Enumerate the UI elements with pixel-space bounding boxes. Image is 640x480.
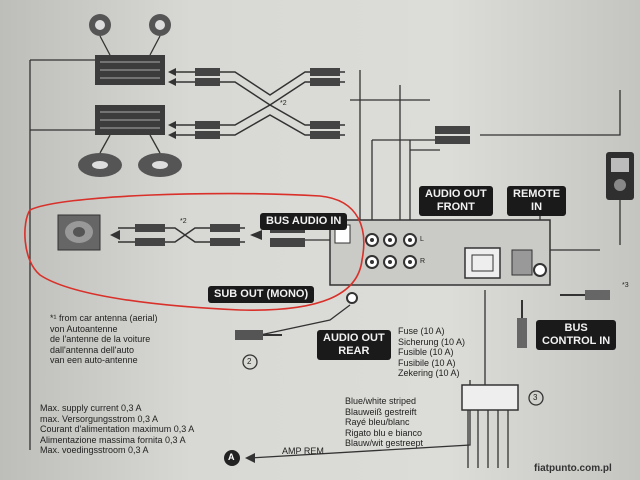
speaker-bottom-right-icon [138,153,182,177]
antenna-note: *¹ from car antenna (aerial) von Autoant… [50,313,158,365]
label-bus-audio-in: BUS AUDIO IN [260,213,348,230]
antenna-plug-icon [235,330,282,340]
speaker-bottom-left-icon [78,153,122,177]
label-audio-out-front: AUDIO OUT FRONT [419,186,493,216]
watermark: fiatpunto.com.pl [534,463,612,474]
wire-color-note: Blue/white striped Blauweiß gestreift Ra… [345,396,424,448]
amplifier-top-icon [95,55,165,85]
subwoofer-icon [57,214,101,251]
remote-controller-icon [606,152,634,200]
mini-jack-plug-icon [560,290,610,300]
fuse-note: Fuse (10 A) Sicherung (10 A) Fusible (10… [398,326,466,378]
wire-harness-icon [461,384,519,468]
mark-x2-top: *2 [280,100,287,107]
mark-x3: *3 [622,282,629,289]
label-remote-in: REMOTE IN [507,186,567,216]
marker-a: A [228,452,235,462]
speaker-top-right-icon [149,14,171,36]
head-unit-rear-panel [329,219,551,304]
label-bus-control-in: BUS CONTROL IN [536,320,617,350]
label-sub-out-mono: SUB OUT (MONO) [208,286,315,303]
jack-label-r: R [420,258,426,265]
callout-3: 3 [533,393,538,402]
speaker-top-left-icon [89,14,111,36]
mark-x2-mid: *2 [180,218,187,225]
label-audio-out-rear: AUDIO OUT REAR [317,330,391,360]
callout-2: 2 [247,357,252,366]
bus-cable-icon [517,300,527,348]
supply-current-note: Max. supply current 0,3 A max. Versorgun… [40,403,195,455]
amplifier-bottom-icon [95,105,165,135]
amp-rem-label: AMP REM [282,446,324,456]
rca-plugs-top-icon [195,68,470,144]
highlight-outline [24,192,365,311]
jack-label-l: L [420,236,424,243]
